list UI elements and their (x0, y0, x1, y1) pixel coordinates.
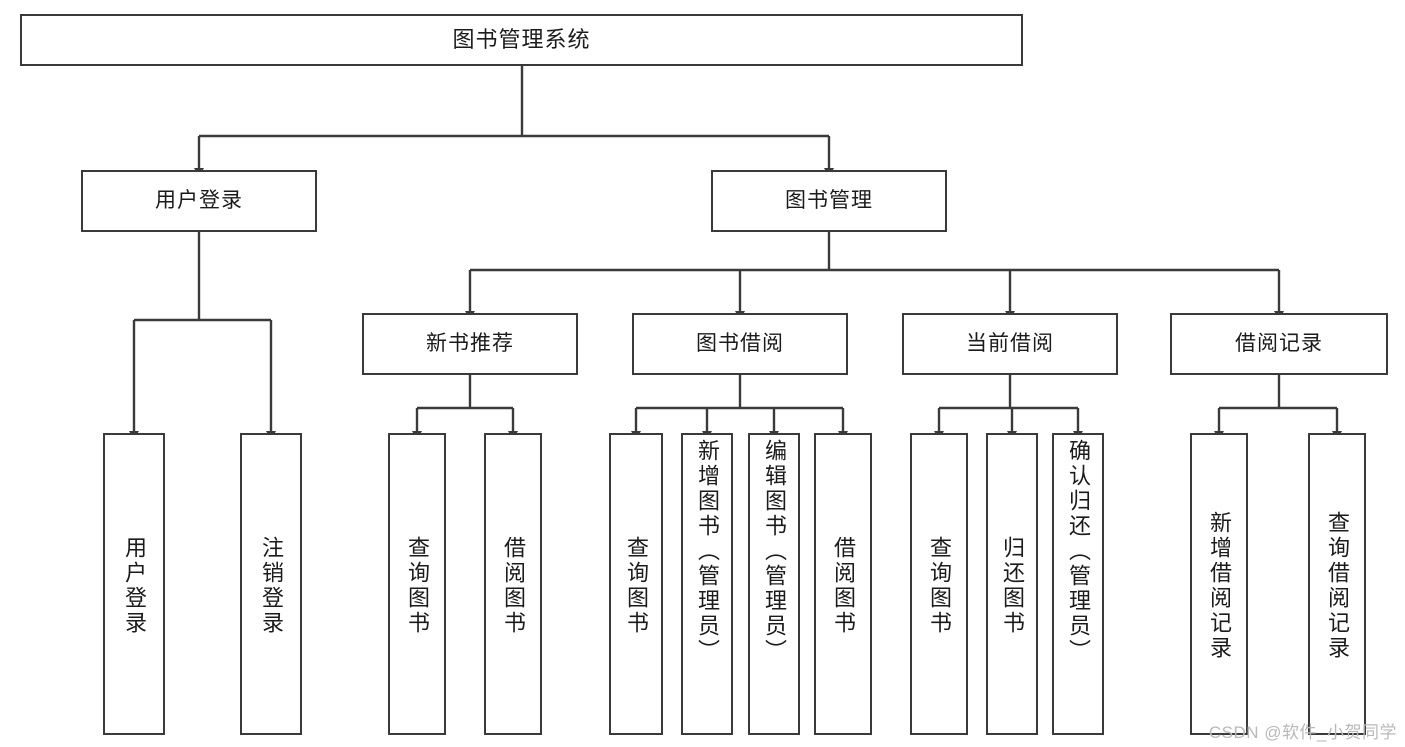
node-l-edit[interactable]: 编辑图书（管理员） (748, 433, 800, 735)
node-l-ret[interactable]: 归还图书 (986, 433, 1038, 735)
node-bookmgmt[interactable]: 图书管理 (711, 170, 947, 232)
node-l-conf[interactable]: 确认归还（管理员） (1052, 433, 1104, 735)
node-l-b1[interactable]: 借阅图书 (484, 433, 542, 735)
node-label: 查询借阅记录 (1325, 511, 1350, 661)
node-label: 编辑图书（管理员） (762, 439, 787, 664)
watermark-text: CSDN @软件_小贺同学 (1208, 723, 1397, 742)
node-l-q2[interactable]: 查询图书 (609, 433, 663, 735)
node-label: 借阅记录 (1235, 332, 1323, 356)
node-l-qrec[interactable]: 查询借阅记录 (1308, 433, 1366, 735)
node-l-q1[interactable]: 查询图书 (388, 433, 446, 735)
node-l-q3[interactable]: 查询图书 (910, 433, 968, 735)
node-label: 用户登录 (155, 189, 243, 213)
node-label: 查询图书 (405, 536, 430, 636)
node-login[interactable]: 用户登录 (81, 170, 317, 232)
node-l-login[interactable]: 用户登录 (103, 433, 165, 735)
node-label: 确认归还（管理员） (1066, 439, 1091, 664)
node-label: 当前借阅 (966, 332, 1054, 356)
node-borrow[interactable]: 图书借阅 (632, 313, 848, 375)
node-current[interactable]: 当前借阅 (902, 313, 1118, 375)
node-l-logout[interactable]: 注销登录 (240, 433, 302, 735)
node-label: 图书管理系统 (452, 26, 591, 52)
node-label: 新增图书（管理员） (695, 439, 720, 664)
node-newbook[interactable]: 新书推荐 (362, 313, 578, 375)
node-label: 新增借阅记录 (1207, 511, 1232, 661)
node-l-addrec[interactable]: 新增借阅记录 (1190, 433, 1248, 735)
node-l-b2[interactable]: 借阅图书 (814, 433, 872, 735)
node-label: 注销登录 (259, 536, 284, 636)
node-label: 图书借阅 (696, 332, 784, 356)
node-label: 查询图书 (624, 536, 649, 636)
node-root[interactable]: 图书管理系统 (20, 14, 1023, 66)
node-l-add[interactable]: 新增图书（管理员） (681, 433, 733, 735)
node-label: 查询图书 (927, 536, 952, 636)
node-records[interactable]: 借阅记录 (1170, 313, 1388, 375)
node-label: 借阅图书 (831, 536, 856, 636)
node-label: 借阅图书 (501, 536, 526, 636)
node-label: 归还图书 (1000, 536, 1025, 636)
node-label: 图书管理 (785, 189, 873, 213)
node-label: 新书推荐 (426, 332, 514, 356)
node-label: 用户登录 (122, 536, 147, 636)
